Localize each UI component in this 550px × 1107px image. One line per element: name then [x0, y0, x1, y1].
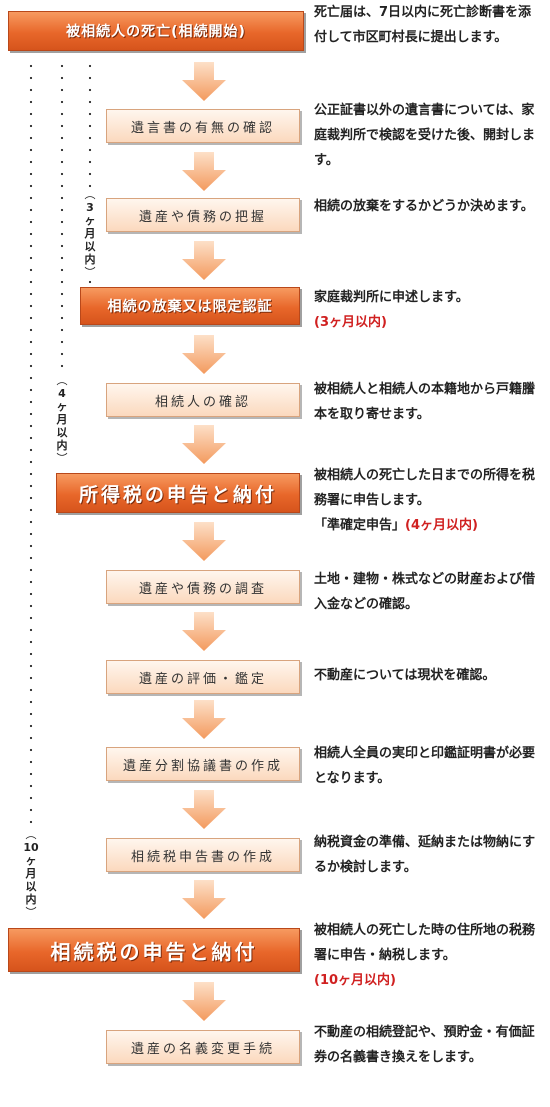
desc-renunciation: 家庭裁判所に申述します。(3ヶ月以内)	[314, 290, 469, 330]
step-tax-return-preparation: 相続税申告書の作成	[106, 838, 300, 872]
down-arrow-icon	[182, 335, 226, 374]
down-arrow-icon	[182, 612, 226, 651]
desc-asset-debt-overview: 相続の放棄をするかどうか決めます。	[314, 199, 534, 214]
step-asset-appraisal: 遺産の評価・鑑定	[106, 660, 300, 694]
step-label: 相続の放棄又は限定認証	[107, 299, 273, 315]
step-renunciation-or-limited-approval: 相続の放棄又は限定認証	[80, 287, 300, 325]
step-inheritance-tax-filing: 相続税の申告と納付	[8, 928, 300, 972]
step-label: 相続税申告書の作成	[130, 849, 275, 865]
desc-asset-appraisal: 不動産については現状を確認。	[314, 668, 496, 683]
deadline-note: (3ヶ月以内)	[314, 315, 387, 330]
step-label: 遺産や債務の把握	[138, 209, 267, 225]
step-heir-confirmation: 相続人の確認	[106, 383, 300, 417]
down-arrow-icon	[182, 522, 226, 561]
desc-will-confirmation: 公正証書以外の遺言書については、家庭裁判所で検認を受けた後、開封します。	[314, 103, 536, 168]
step-label: 遺産分割協議書の作成	[122, 758, 283, 774]
step-income-tax-filing: 所得税の申告と納付	[56, 473, 300, 513]
desc-division-agreement: 相続人全員の実印と印鑑証明書が必要となります。	[314, 746, 536, 786]
desc-inheritance-tax-filing: 被相続人の死亡した時の住所地の税務署に申告・納税します。(10ヶ月以内)	[314, 923, 536, 988]
step-title-transfer: 遺産の名義変更手続	[106, 1030, 300, 1064]
step-asset-debt-overview: 遺産や債務の把握	[106, 198, 300, 232]
step-division-agreement: 遺産分割協議書の作成	[106, 747, 300, 781]
timeline-3-months-line	[88, 60, 92, 292]
step-asset-debt-investigation: 遺産や債務の調査	[106, 570, 300, 604]
desc-income-tax-filing: 被相続人の死亡した日までの所得を税務署に申告します。「準確定申告」(4ヶ月以内)	[314, 468, 536, 533]
step-label: 相続人の確認	[154, 394, 251, 410]
desc-tax-return-preparation: 納税資金の準備、延納または物納にするか検討します。	[314, 835, 536, 875]
desc-title-transfer: 不動産の相続登記や、預貯金・有価証券の名義書き換えをします。	[314, 1025, 535, 1065]
step-label: 相続税の申告と納付	[50, 939, 258, 964]
timeline-10-months-line	[29, 60, 33, 930]
deadline-note: (10ヶ月以内)	[314, 973, 396, 988]
step-label: 遺産の名義変更手続	[130, 1041, 275, 1057]
desc-death-of-decedent: 死亡届は、7日以内に死亡診断書を添付して市区町村長に提出します。	[314, 5, 532, 45]
step-label: 遺産の評価・鑑定	[138, 671, 267, 687]
timeline-4-months-line	[60, 60, 64, 480]
timeline-4-months-label: ︵ 4 ヶ 月 以 内 ︶	[55, 374, 69, 465]
step-label: 所得税の申告と納付	[78, 483, 277, 506]
down-arrow-icon	[182, 425, 226, 464]
timeline-3-months-label: ︵ 3 ヶ 月 以 内 ︶	[83, 188, 97, 279]
step-label: 遺言書の有無の確認	[130, 120, 275, 136]
desc-heir-confirmation: 被相続人と相続人の本籍地から戸籍謄本を取り寄せます。	[314, 382, 536, 422]
timeline-10-months-label: ︵ 10 ヶ 月 以 内 ︶	[22, 828, 40, 919]
step-death-of-decedent: 被相続人の死亡(相続開始)	[8, 11, 304, 51]
down-arrow-icon	[182, 880, 226, 919]
step-label: 遺産や債務の調査	[138, 581, 267, 597]
step-will-confirmation: 遺言書の有無の確認	[106, 109, 300, 143]
down-arrow-icon	[182, 790, 226, 829]
down-arrow-icon	[182, 700, 226, 739]
deadline-note: (4ヶ月以内)	[405, 518, 478, 533]
desc-asset-debt-investigation: 土地・建物・株式などの財産および借入金などの確認。	[314, 572, 536, 612]
step-label: 被相続人の死亡(相続開始)	[66, 24, 246, 40]
down-arrow-icon	[182, 62, 226, 101]
down-arrow-icon	[182, 152, 226, 191]
down-arrow-icon	[182, 241, 226, 280]
down-arrow-icon	[182, 982, 226, 1021]
